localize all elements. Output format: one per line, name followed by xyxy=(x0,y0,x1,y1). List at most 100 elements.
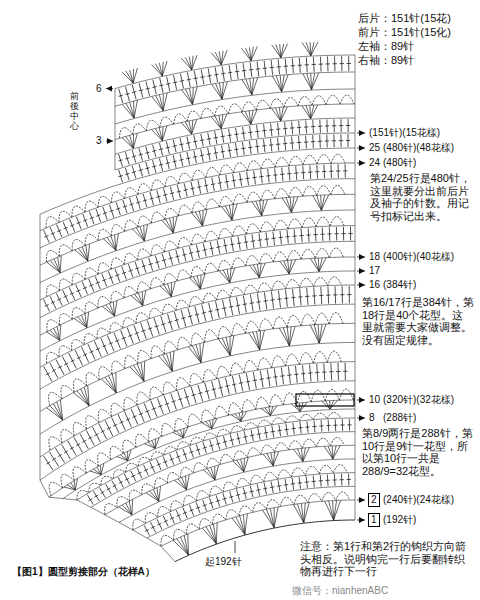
note: 注意：第1行和第2行的钩织方向箭头相反。说明钩完一行后要翻转织物再进行下一行 xyxy=(300,540,472,578)
row-number: 8 xyxy=(369,412,375,424)
row-box-text: 1 xyxy=(371,514,377,526)
stitch-band xyxy=(46,324,326,420)
stitch-count: (192针) xyxy=(383,514,416,526)
row-arrow xyxy=(357,520,365,521)
center-mark: 前後中心 xyxy=(70,92,79,132)
stitch-band xyxy=(44,164,348,243)
foundation-count: 起192针 xyxy=(205,556,242,568)
row-arrow xyxy=(357,148,365,149)
row-arrow xyxy=(357,400,365,401)
row-line xyxy=(40,226,355,300)
stitch-band xyxy=(49,313,343,406)
row-line xyxy=(115,55,355,89)
row-number: 17 xyxy=(369,265,380,277)
row-arrow xyxy=(357,285,365,286)
note: 第8/9两行是288针，第10行是9针一花型，所以第10行一共是288/9=32… xyxy=(362,427,476,478)
stitch-band xyxy=(144,474,351,536)
row-line xyxy=(40,210,355,283)
row-line xyxy=(40,285,355,367)
center-line xyxy=(355,55,356,520)
row-line xyxy=(40,304,355,389)
stitch-band xyxy=(122,42,318,83)
stitch-band xyxy=(44,227,353,312)
stitch-band xyxy=(44,363,348,470)
row-line xyxy=(40,271,355,351)
row-arrow xyxy=(357,271,365,272)
note: 第24/25行是480针，这里就要分出前后片及袖子的针数。用记号扣标记出来。 xyxy=(370,172,474,223)
row-number: 25 xyxy=(369,142,380,154)
row-line xyxy=(40,343,355,435)
chart-edge xyxy=(115,89,116,170)
row-line xyxy=(147,486,355,538)
stitch-count: (288针) xyxy=(383,412,416,424)
piece-count: 前片：151针(15化) xyxy=(358,26,451,39)
piece-count: 右袖：89针 xyxy=(358,54,414,67)
stitch-band xyxy=(46,277,341,364)
row-line xyxy=(115,133,355,170)
row-arrows xyxy=(106,89,365,520)
row-number: 10 xyxy=(369,394,380,406)
row-line xyxy=(40,241,355,317)
piece-count: 左袖：89针 xyxy=(358,40,414,53)
stitch-band xyxy=(46,258,326,341)
row-number: 24 xyxy=(369,157,380,169)
row-number: 6 xyxy=(96,83,102,95)
row-number: 16 xyxy=(369,279,380,291)
row-line xyxy=(40,163,355,231)
row-arrow xyxy=(357,257,365,258)
row-arrow xyxy=(357,500,365,501)
stitch-band xyxy=(46,154,345,228)
stitch-band xyxy=(118,119,350,167)
row-line xyxy=(40,362,355,457)
row-line xyxy=(49,400,355,497)
chart-edge xyxy=(40,214,175,561)
row-number: 18 xyxy=(369,251,380,263)
stitch-count: (480针)(48花樣) xyxy=(383,142,454,154)
watermark: 微信号：nianhenABC xyxy=(292,585,388,597)
row-line xyxy=(115,104,355,140)
row-lines xyxy=(40,55,355,562)
stitch-band xyxy=(47,248,343,332)
row-highlight xyxy=(296,394,354,406)
row-line xyxy=(77,418,355,500)
chart-title: 【图1】圆型剪接部分（花样A） xyxy=(12,566,155,578)
row-line xyxy=(133,473,355,530)
stitch-count: (320针)(32花樣) xyxy=(383,394,454,406)
row-arrow xyxy=(106,88,113,89)
stitch-band xyxy=(161,492,350,546)
stitch-band xyxy=(49,389,353,496)
stitch-band xyxy=(46,185,344,262)
leader-line xyxy=(235,541,236,553)
note: 第16/17行是384针，第18行是40个花型。这里就需要大家做调整。没有固定规… xyxy=(362,296,474,347)
stitch-band xyxy=(122,105,318,148)
stitch-band xyxy=(49,351,342,450)
stitch-band xyxy=(118,134,350,182)
row-line xyxy=(105,445,355,514)
row-line xyxy=(40,257,355,335)
row-line xyxy=(40,381,355,480)
row-number: 3 xyxy=(96,135,102,147)
row-line xyxy=(40,323,355,411)
row-line xyxy=(40,148,355,214)
row-box: 1 xyxy=(368,513,380,527)
row-line xyxy=(63,409,355,499)
row-arrow xyxy=(357,133,365,134)
stitch-count: (400针)(40花樣) xyxy=(383,251,454,263)
stitch-chart xyxy=(40,42,365,562)
stitch-band xyxy=(119,95,354,138)
row-box: 2 xyxy=(368,493,380,507)
row-box-text: 2 xyxy=(371,494,377,506)
row-line xyxy=(115,118,355,154)
row-line xyxy=(119,459,355,522)
row-line xyxy=(40,194,355,265)
stitch-band xyxy=(122,73,319,118)
row-arrow xyxy=(357,163,365,164)
stitch-band xyxy=(47,217,344,297)
stitch-count: (240针)(24花樣) xyxy=(383,494,454,506)
row-arrow xyxy=(357,418,365,419)
row-line xyxy=(115,72,355,106)
stitch-count: (384针) xyxy=(383,279,416,291)
row-line xyxy=(40,179,355,248)
